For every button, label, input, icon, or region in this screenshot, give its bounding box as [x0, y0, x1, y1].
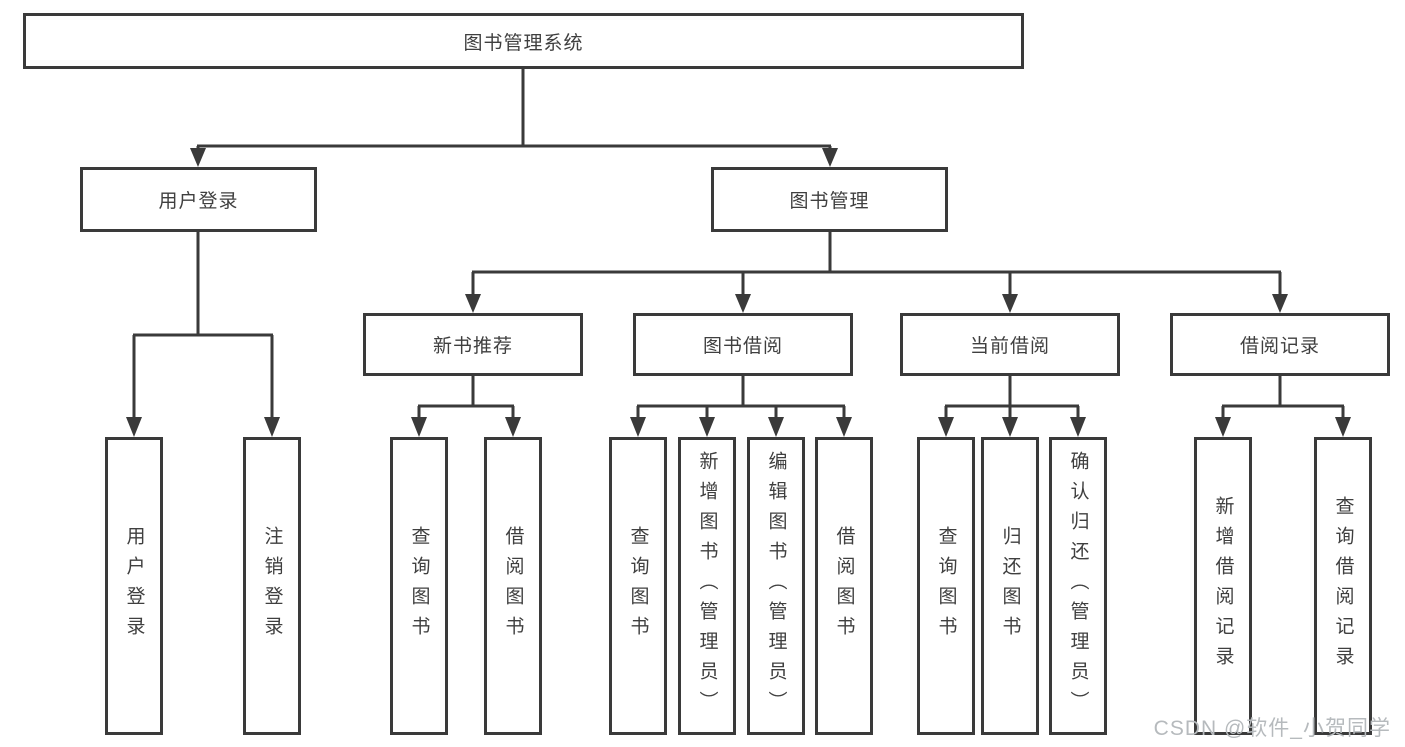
leaf-recommend-query-books: 查询图书 — [390, 437, 448, 735]
leaf-label: 借阅图书 — [833, 526, 855, 646]
leaf-label: 注销登录 — [261, 526, 283, 646]
node-new-book-recommendation: 新书推荐 — [363, 313, 583, 376]
leaf-label: 查询图书 — [935, 526, 957, 646]
leaf-edit-books-admin: 编辑图书（管理员） — [747, 437, 805, 735]
leaf-label: 编辑图书（管理员） — [765, 451, 787, 721]
leaf-label: 查询图书 — [627, 526, 649, 646]
leaf-label: 借阅图书 — [502, 526, 524, 646]
node-label: 新书推荐 — [432, 336, 513, 357]
leaf-user-login: 用户登录 — [105, 437, 163, 735]
leaf-confirm-return-admin: 确认归还（管理员） — [1049, 437, 1107, 735]
leaf-recommend-borrow-books: 借阅图书 — [484, 437, 542, 735]
leaf-query-borrow-record: 查询借阅记录 — [1314, 437, 1372, 735]
node-borrowing-records: 借阅记录 — [1170, 313, 1390, 376]
node-book-management: 图书管理 — [711, 167, 948, 232]
node-user-login: 用户登录 — [80, 167, 317, 232]
leaf-borrow-query-books: 查询图书 — [609, 437, 667, 735]
node-library-management-system: 图书管理系统 — [23, 13, 1024, 69]
node-label: 借阅记录 — [1239, 336, 1320, 357]
node-label: 当前借阅 — [969, 336, 1050, 357]
leaf-label: 新增图书（管理员） — [696, 451, 718, 721]
leaf-label: 用户登录 — [123, 526, 145, 646]
leaf-label: 查询图书 — [408, 526, 430, 646]
leaf-add-books-admin: 新增图书（管理员） — [678, 437, 736, 735]
node-label: 用户登录 — [158, 191, 239, 212]
leaf-label: 查询借阅记录 — [1332, 496, 1354, 676]
leaf-label: 新增借阅记录 — [1212, 496, 1234, 676]
node-book-borrowing: 图书借阅 — [633, 313, 853, 376]
leaf-logout: 注销登录 — [243, 437, 301, 735]
leaf-borrow-books: 借阅图书 — [815, 437, 873, 735]
node-current-borrowing: 当前借阅 — [900, 313, 1120, 376]
leaf-add-borrow-record: 新增借阅记录 — [1194, 437, 1252, 735]
leaf-current-query-books: 查询图书 — [917, 437, 975, 735]
node-label: 图书管理系统 — [463, 32, 584, 54]
leaf-label: 确认归还（管理员） — [1067, 451, 1089, 721]
node-label: 图书管理 — [789, 191, 870, 212]
node-label: 图书借阅 — [702, 336, 783, 357]
leaf-label: 归还图书 — [999, 526, 1021, 646]
leaf-return-books: 归还图书 — [981, 437, 1039, 735]
